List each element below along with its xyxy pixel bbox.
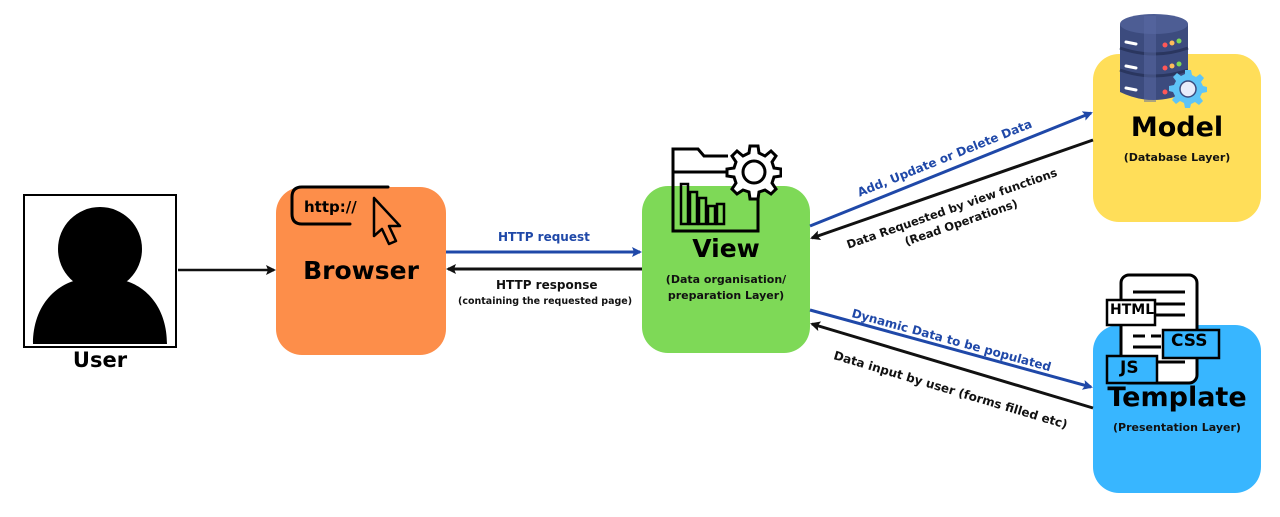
user-silhouette-icon (23, 194, 177, 348)
browser-label: Browser (303, 256, 419, 285)
template-to-view-arrow (810, 321, 1094, 410)
user-label: User (72, 348, 128, 372)
model-sublabel: (Database Layer) (1123, 151, 1231, 164)
view-sublabel-line1: (Data organisation/ (665, 273, 787, 286)
view-label: View (692, 234, 760, 263)
html-tag-label: HTML (1110, 302, 1155, 318)
database-gear-icon (1118, 12, 1208, 108)
template-sublabel: (Presentation Layer) (1113, 421, 1241, 434)
model-label: Model (1130, 112, 1224, 143)
view-box (642, 186, 810, 353)
css-tag-label: CSS (1171, 331, 1208, 351)
view-to-template-arrow (809, 308, 1093, 390)
http-response-label: HTTP response (496, 278, 598, 292)
http-response-sublabel: (containing the requested page) (458, 296, 633, 307)
browser-url-cursor-icon (288, 184, 418, 256)
browser-url-text: http:// (304, 198, 357, 216)
http-request-label: HTTP request (498, 230, 590, 244)
model-to-view-arrow (810, 138, 1094, 241)
html-css-js-document-icon (1105, 272, 1225, 388)
js-tag-label: JS (1120, 358, 1139, 378)
view-sublabel-line2: preparation Layer) (667, 289, 785, 302)
browser-box (276, 187, 446, 355)
template-label: Template (1107, 382, 1247, 413)
folder-chart-gear-icon (670, 142, 783, 234)
view-to-model-arrow (809, 111, 1093, 228)
